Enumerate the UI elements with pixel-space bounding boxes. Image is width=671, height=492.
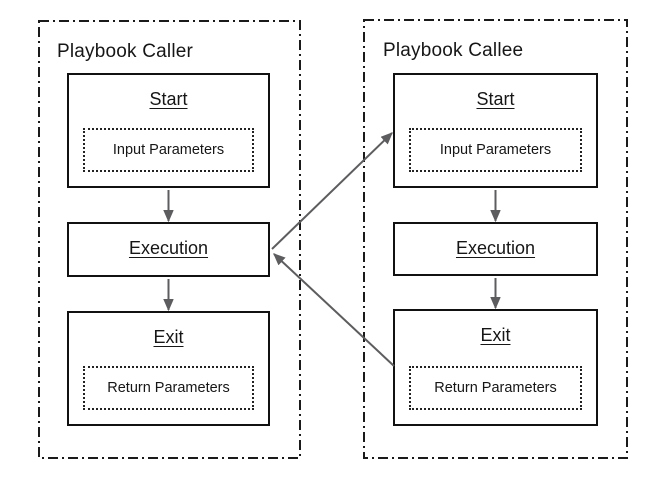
callee-input-parameters-label: Input Parameters: [439, 142, 552, 158]
caller-return-parameters-box: Return Parameters: [83, 366, 254, 410]
caller-input-parameters-label: Input Parameters: [112, 142, 225, 158]
callee-panel-title: Playbook Callee: [383, 40, 524, 61]
arrow-caller-execution-to-callee-start: [271, 133, 392, 250]
callee-start-node: Start Input Parameters: [393, 73, 598, 188]
caller-return-parameters-label: Return Parameters: [107, 380, 230, 396]
arrow-callee-exit-to-caller-execution: [274, 254, 395, 367]
caller-start-node: Start Input Parameters: [67, 73, 270, 188]
callee-return-parameters-label: Return Parameters: [434, 380, 557, 396]
callee-input-parameters-box: Input Parameters: [409, 128, 582, 172]
callee-start-label: Start: [476, 89, 515, 109]
caller-execution-label: Execution: [128, 238, 209, 258]
caller-exit-node: Exit Return Parameters: [67, 311, 270, 426]
callee-exit-node: Exit Return Parameters: [393, 309, 598, 426]
callee-exit-label: Exit: [480, 325, 511, 345]
callee-execution-label: Execution: [455, 238, 536, 258]
caller-start-label: Start: [149, 89, 188, 109]
caller-input-parameters-box: Input Parameters: [83, 128, 254, 172]
caller-exit-label: Exit: [153, 327, 184, 347]
caller-panel-title: Playbook Caller: [57, 41, 194, 62]
caller-execution-node: Execution: [67, 222, 270, 277]
callee-execution-node: Execution: [393, 222, 598, 276]
callee-return-parameters-box: Return Parameters: [409, 366, 582, 410]
